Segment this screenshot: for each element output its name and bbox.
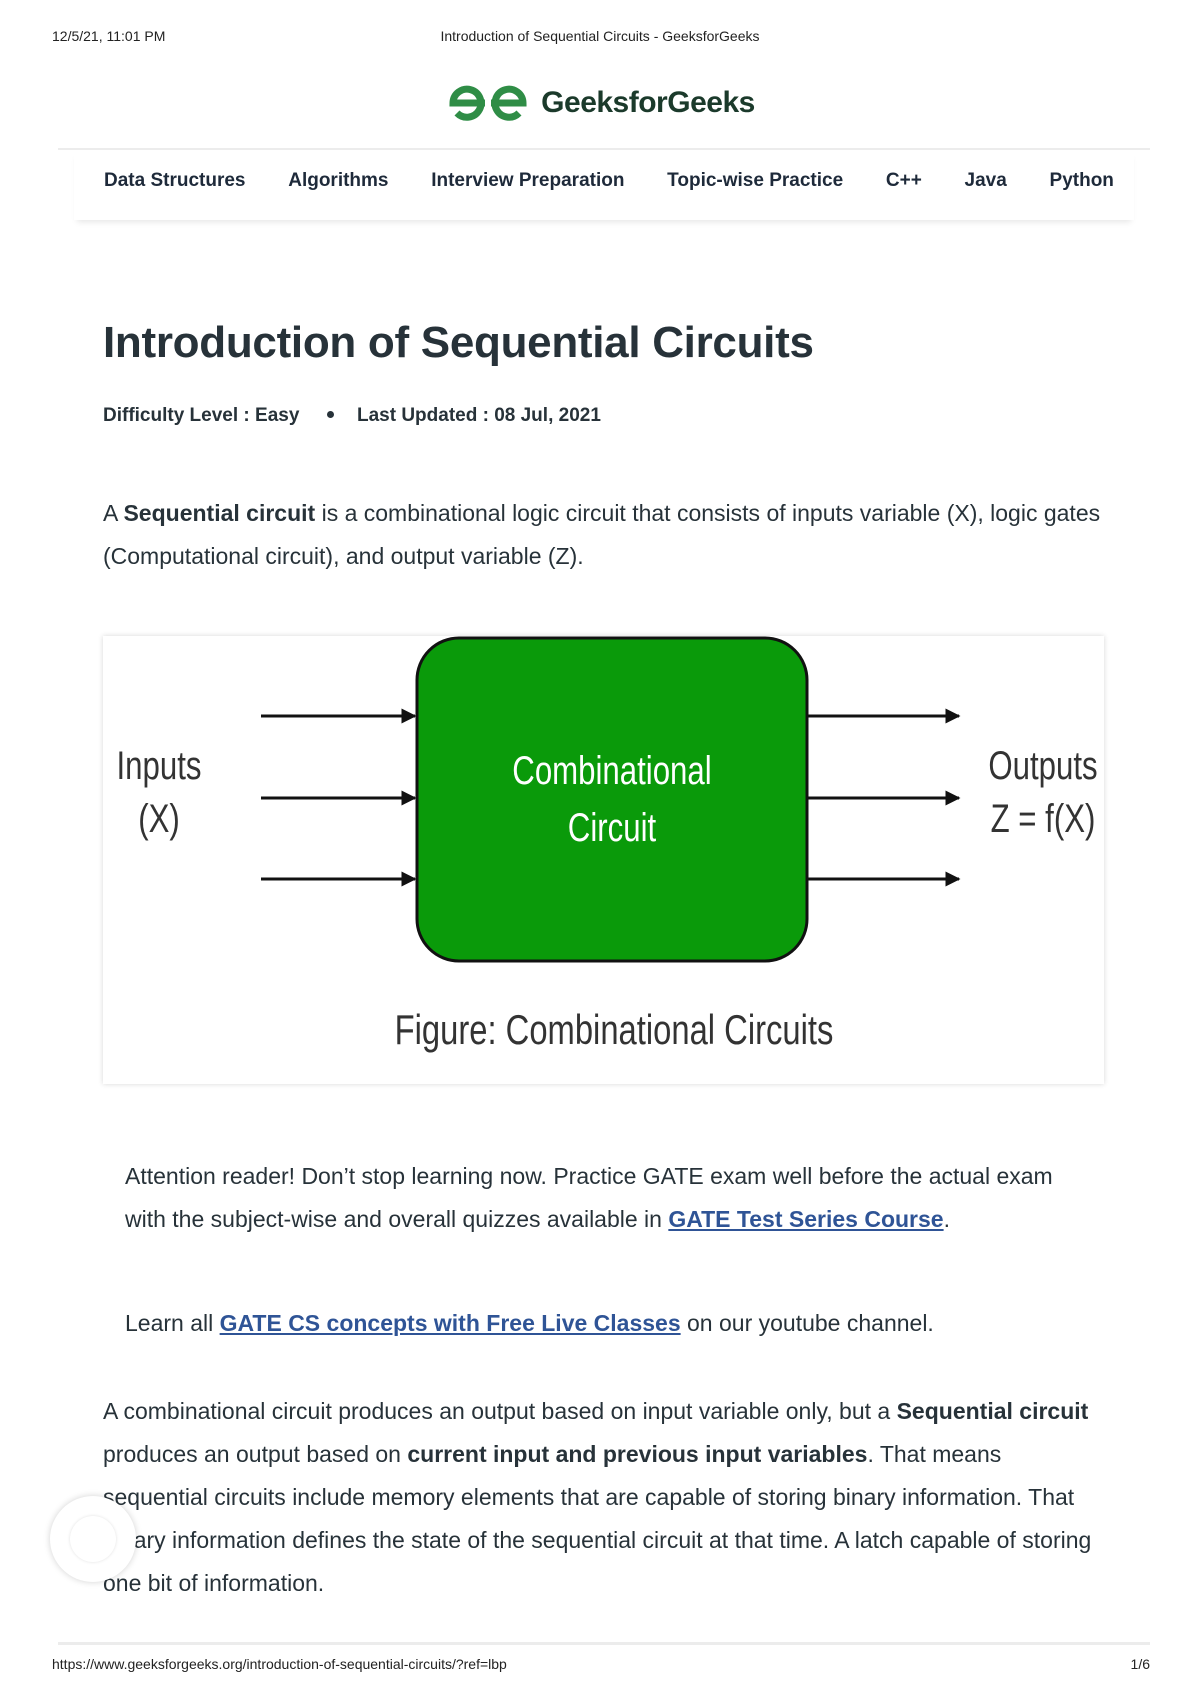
nav-item-cpp[interactable]: C++ (885, 170, 922, 191)
meta-separator-dot (326, 410, 334, 418)
intro-paragraph: A Sequential circuit is a combinational … (103, 492, 1103, 578)
article-meta: Difficulty Level : Easy Last Updated : 0… (103, 405, 601, 427)
page-number: 1/6 (1130, 1656, 1150, 1672)
nav-item-interview-preparation[interactable]: Interview Preparation (431, 170, 625, 191)
nav-item-python[interactable]: Python (1049, 170, 1114, 191)
print-header: 12/5/21, 11:01 PM Introduction of Sequen… (0, 28, 1200, 48)
gate-live-classes-paragraph: Learn all GATE CS concepts with Free Liv… (125, 1302, 1065, 1345)
inputs-label-line1: Inputs (117, 743, 202, 788)
floating-action-button[interactable] (50, 1496, 136, 1582)
floating-button-inner (70, 1516, 116, 1562)
intro-text-post: is a combinational logic circuit that co… (103, 500, 1101, 569)
print-datetime: 12/5/21, 11:01 PM (52, 28, 166, 44)
body-term-sequential: Sequential circuit (896, 1398, 1089, 1424)
intro-text-pre: A (103, 500, 124, 526)
article-title: Introduction of Sequential Circuits (103, 318, 814, 367)
body-term-inputs: current input and previous input variabl… (407, 1441, 868, 1467)
body-text-post: . That means sequential circuits include… (103, 1441, 1092, 1596)
block-label-line1: Combinational (512, 748, 711, 793)
intro-term: Sequential circuit (123, 500, 316, 526)
print-url: https://www.geeksforgeeks.org/introducti… (52, 1656, 507, 1672)
gate-notice-paragraph: Attention reader! Don’t stop learning no… (125, 1155, 1065, 1241)
main-navbar: Data Structures Algorithms Interview Pre… (74, 150, 1134, 220)
block-label-line2: Circuit (568, 805, 656, 850)
nav-item-data-structures[interactable]: Data Structures (104, 170, 246, 191)
nav-divider (58, 148, 1150, 150)
last-updated: Last Updated : 08 Jul, 2021 (356, 405, 601, 426)
nav-item-java[interactable]: Java (964, 170, 1007, 191)
nav-item-algorithms[interactable]: Algorithms (288, 170, 389, 191)
circuit-diagram: Combinational Circuit Inputs (X) Outputs… (117, 636, 1098, 1053)
body-paragraph: A combinational circuit produces an outp… (103, 1390, 1103, 1605)
gate-live-classes-link[interactable]: GATE CS concepts with Free Live Classes (219, 1310, 681, 1336)
gate-test-series-link[interactable]: GATE Test Series Course (668, 1206, 944, 1232)
gate-notice-text: Attention reader! Don’t stop learning no… (125, 1163, 1053, 1232)
footer-divider (58, 1642, 1150, 1645)
difficulty-level: Difficulty Level : Easy (103, 405, 300, 426)
nav-item-topic-wise-practice[interactable]: Topic-wise Practice (667, 170, 844, 191)
site-logo[interactable]: GeeksforGeeks (0, 78, 1200, 128)
body-text-mid: produces an output based on (103, 1441, 408, 1467)
gate-notice-end: . (943, 1206, 950, 1232)
combinational-circuit-figure: Combinational Circuit Inputs (X) Outputs… (103, 636, 1104, 1084)
combinational-circuit-block (415, 636, 809, 963)
figure-caption: Figure: Combinational Circuits (395, 1006, 834, 1053)
brand-name: GeeksforGeeks (541, 86, 755, 119)
live-classes-text-pre: Learn all (125, 1310, 220, 1336)
outputs-label-line1: Outputs (988, 743, 1097, 788)
inputs-label-line2: (X) (138, 796, 180, 841)
gfg-logo-icon (449, 85, 527, 121)
body-text-pre: A combinational circuit produces an outp… (103, 1398, 897, 1424)
print-doc-title: Introduction of Sequential Circuits - Ge… (440, 28, 760, 44)
live-classes-text-post: on our youtube channel. (680, 1310, 934, 1336)
outputs-label-line2: Z = f(X) (991, 796, 1096, 841)
